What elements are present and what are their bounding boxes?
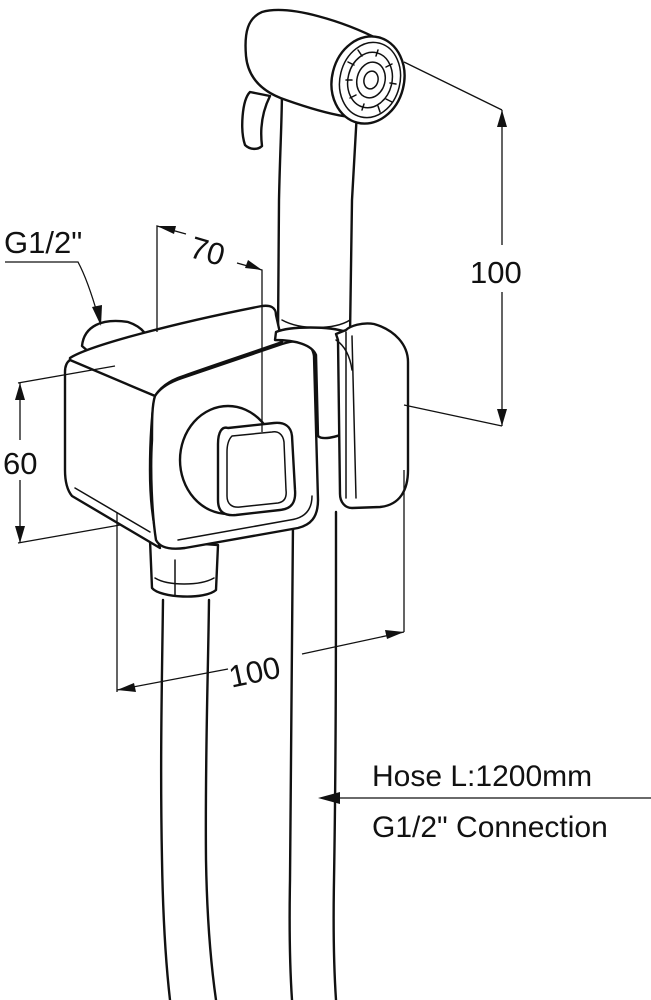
depth-label: 70 <box>186 230 229 273</box>
hose-nut <box>148 538 220 598</box>
dimension-lines <box>5 61 651 804</box>
sprayer-height-label: 100 <box>470 255 522 290</box>
sprayer-handle <box>276 86 360 344</box>
width-label: 100 <box>226 650 284 695</box>
sprayer-head <box>241 8 406 151</box>
hose-length-label: Hose L:1200mm <box>372 760 592 793</box>
wall-box <box>63 304 349 550</box>
holder-bracket <box>334 322 410 510</box>
height-label: 60 <box>3 446 37 481</box>
thread-size-label: G1/2" <box>4 225 82 260</box>
hose <box>159 510 338 1000</box>
connection-label: G1/2" Connection <box>372 811 608 844</box>
